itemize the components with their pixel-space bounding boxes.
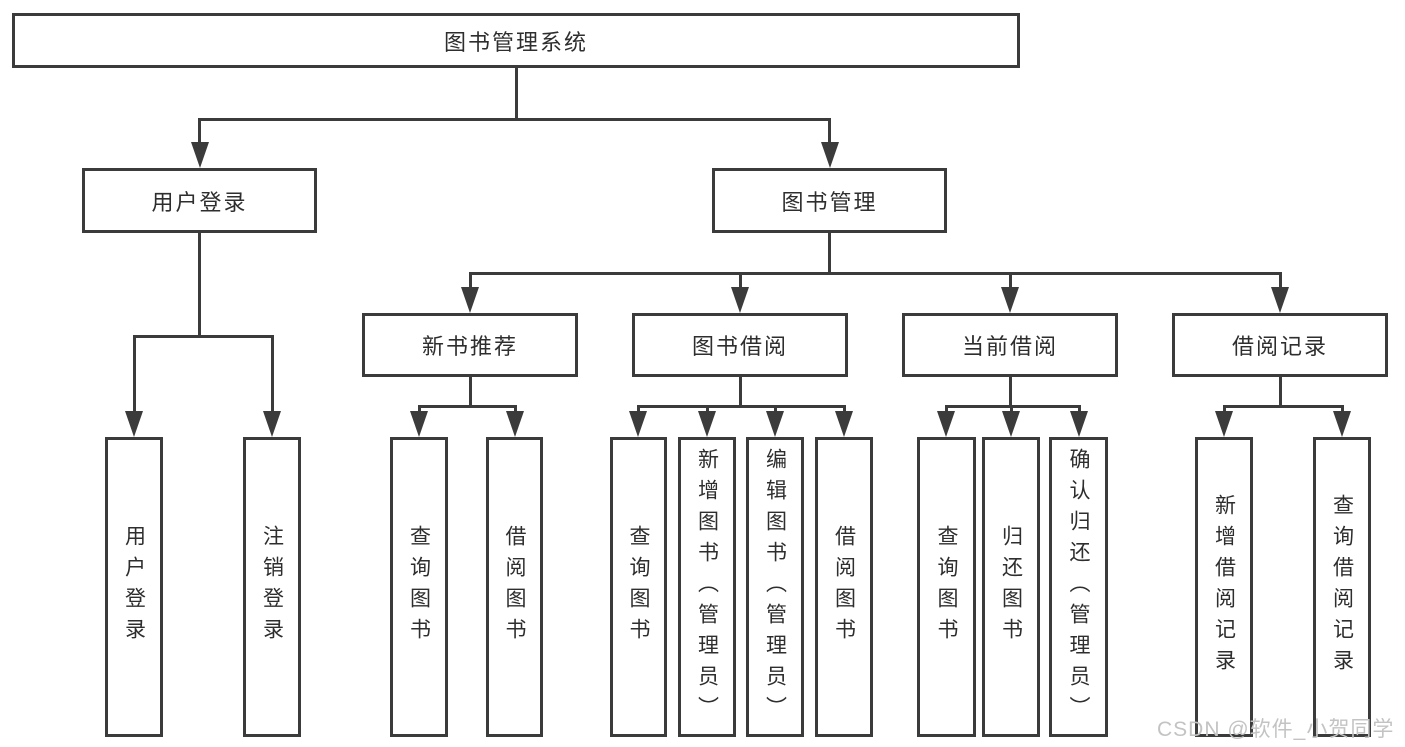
connector-shaft [1008,272,1012,290]
connector-group-split [417,405,517,408]
leaf-borrow-books: 借阅图书 [815,437,873,737]
leaf-add-borrow-record: 新增借阅记录 [1195,437,1253,737]
arrow-down-icon [506,411,524,437]
arrow-down-icon [937,411,955,437]
connector-group-stem [1278,377,1282,405]
arrow-down-icon [1001,287,1019,313]
leaf-query-books: 查询图书 [917,437,976,737]
connector-shaft [1009,405,1013,415]
connector-shaft [828,118,831,146]
watermark: CSDN @软件_小贺同学 [1157,718,1395,741]
connector-shaft [513,405,517,415]
node-book-management: 图书管理 [712,168,947,233]
connector-shaft [738,272,742,290]
node-library-system: 图书管理系统 [12,13,1020,68]
connector-shaft [1077,405,1081,415]
connector-root-stem [514,68,518,118]
arrow-down-icon [1070,411,1088,437]
arrow-down-icon [461,287,479,313]
connector-book-mgmt-split [468,272,1282,275]
connector-shaft [1278,272,1282,290]
connector-root-split [198,118,831,121]
connector-shaft [636,405,640,415]
arrow-down-icon [125,411,143,437]
node-user-login: 用户登录 [82,168,317,233]
connector-group-split [636,405,846,408]
arrow-down-icon [190,142,209,168]
connector-shaft [198,118,201,146]
node-borrow-records: 借阅记录 [1172,313,1388,377]
leaf-logout: 注销登录 [243,437,301,737]
connector-group-stem [738,377,742,405]
connector-shaft [468,272,472,290]
leaf-confirm-return-admin: 确认归还（管理员） [1049,437,1108,737]
node-current-borrowing: 当前借阅 [902,313,1118,377]
leaf-edit-book-admin: 编辑图书（管理员） [746,437,804,737]
arrow-down-icon [1002,411,1020,437]
arrow-down-icon [263,411,281,437]
arrow-down-icon [410,411,428,437]
connector-user-login-split [132,335,274,338]
node-new-book-recommend: 新书推荐 [362,313,578,377]
leaf-query-borrow-record: 查询借阅记录 [1313,437,1371,737]
connector-group-stem [1008,377,1012,405]
connector-shaft [1222,405,1226,415]
connector-shaft [1340,405,1344,415]
connector-group-split [944,405,1081,408]
connector-shaft [705,405,709,415]
connector-group-stem [468,377,472,405]
connector-shaft [944,405,948,415]
leaf-borrow-books: 借阅图书 [486,437,543,737]
node-book-borrowing: 图书借阅 [632,313,848,377]
connector-book-mgmt-stem [828,233,831,272]
leaf-query-books: 查询图书 [390,437,448,737]
arrow-down-icon [731,287,749,313]
connector-user-login-stem [198,233,201,335]
connector-shaft [417,405,421,415]
arrow-down-icon [835,411,853,437]
connector-shaft [842,405,846,415]
connector-shaft [773,405,777,415]
connector-shaft [132,335,136,413]
leaf-add-book-admin: 新增图书（管理员） [678,437,736,737]
arrow-down-icon [1215,411,1233,437]
connector-group-split [1222,405,1344,408]
arrow-down-icon [820,142,839,168]
arrow-down-icon [766,411,784,437]
leaf-user-login: 用户登录 [105,437,163,737]
arrow-down-icon [1333,411,1351,437]
leaf-query-books: 查询图书 [610,437,667,737]
leaf-return-books: 归还图书 [982,437,1040,737]
arrow-down-icon [1271,287,1289,313]
arrow-down-icon [698,411,716,437]
arrow-down-icon [629,411,647,437]
connector-shaft [270,335,274,413]
